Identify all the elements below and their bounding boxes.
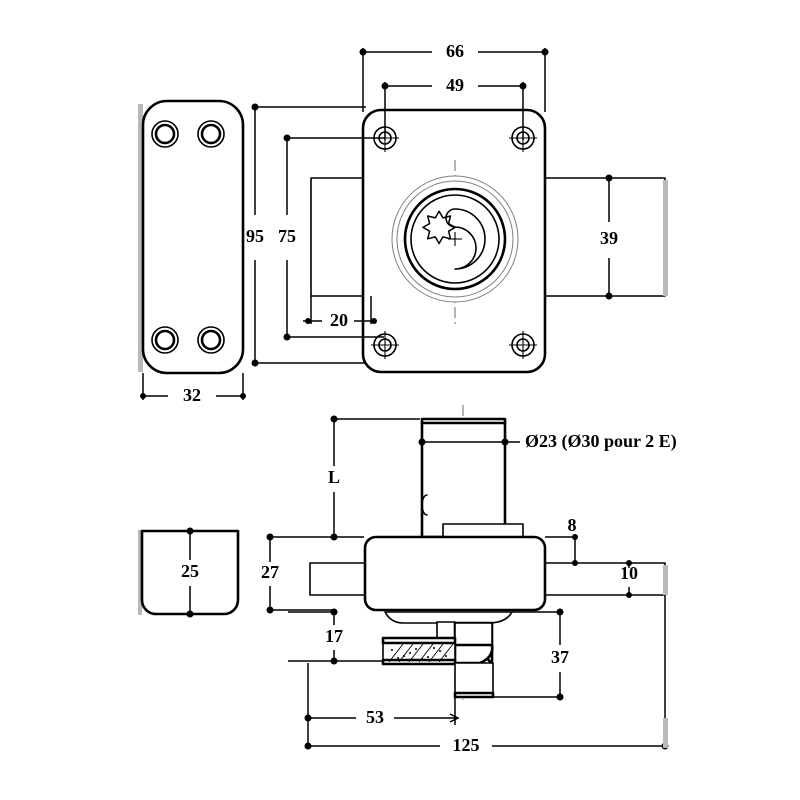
keyway-icon bbox=[422, 208, 486, 270]
plate-hole-br bbox=[197, 326, 225, 354]
diameter-note: Ø23 (Ø30 pour 2 E) bbox=[418, 431, 677, 452]
section-view bbox=[309, 405, 668, 700]
dimension-25-label: 25 bbox=[181, 561, 199, 581]
dimension-95: 95 bbox=[246, 103, 366, 367]
dimension-8-label: 8 bbox=[568, 515, 577, 535]
bolt-hatched bbox=[381, 636, 457, 666]
dimension-49-label: 49 bbox=[446, 75, 464, 95]
dimension-32: 32 bbox=[140, 373, 246, 405]
dimension-10-label: 10 bbox=[620, 563, 638, 583]
dimension-53-label: 53 bbox=[366, 707, 384, 727]
dimension-37: 37 bbox=[492, 608, 569, 701]
dimension-8: 8 bbox=[545, 515, 578, 566]
dimension-49: 49 bbox=[381, 75, 527, 140]
dimension-L: L bbox=[328, 415, 420, 541]
dimension-27-label: 27 bbox=[261, 562, 279, 582]
dimension-37-label: 37 bbox=[551, 647, 569, 667]
dimension-95-label: 95 bbox=[246, 226, 264, 246]
dimension-75: 75 bbox=[278, 134, 384, 341]
dimension-20: 20 bbox=[303, 296, 377, 330]
keyhole-cylinder bbox=[391, 160, 519, 325]
plate-hole-tl bbox=[151, 120, 179, 148]
dimension-75-label: 75 bbox=[278, 226, 296, 246]
dimension-53: 53 bbox=[304, 663, 460, 727]
dimension-L-label: L bbox=[328, 467, 340, 487]
front-hole-bl bbox=[371, 331, 399, 359]
front-view bbox=[310, 108, 668, 374]
dimension-125: 125 bbox=[304, 595, 669, 755]
dimension-66-label: 66 bbox=[446, 41, 464, 61]
diameter-note-label: Ø23 (Ø30 pour 2 E) bbox=[525, 431, 677, 452]
dimension-10: 10 bbox=[620, 560, 638, 598]
dimension-125-label: 125 bbox=[453, 735, 480, 755]
dimension-39-label: 39 bbox=[600, 228, 618, 248]
dimension-32-label: 32 bbox=[183, 385, 201, 405]
left-plate-view bbox=[138, 99, 245, 375]
dimension-27: 27 bbox=[261, 533, 334, 614]
small-square-view: 25 bbox=[138, 527, 240, 618]
plate-hole-bl bbox=[151, 326, 179, 354]
plate-hole-tr bbox=[197, 120, 225, 148]
front-hole-br bbox=[509, 331, 537, 359]
dimension-39: 39 bbox=[600, 174, 618, 300]
dimension-17-label: 17 bbox=[325, 626, 343, 646]
dimension-66: 66 bbox=[359, 41, 549, 112]
dimension-20-label: 20 bbox=[330, 310, 348, 330]
dimension-17: 17 bbox=[288, 608, 382, 665]
